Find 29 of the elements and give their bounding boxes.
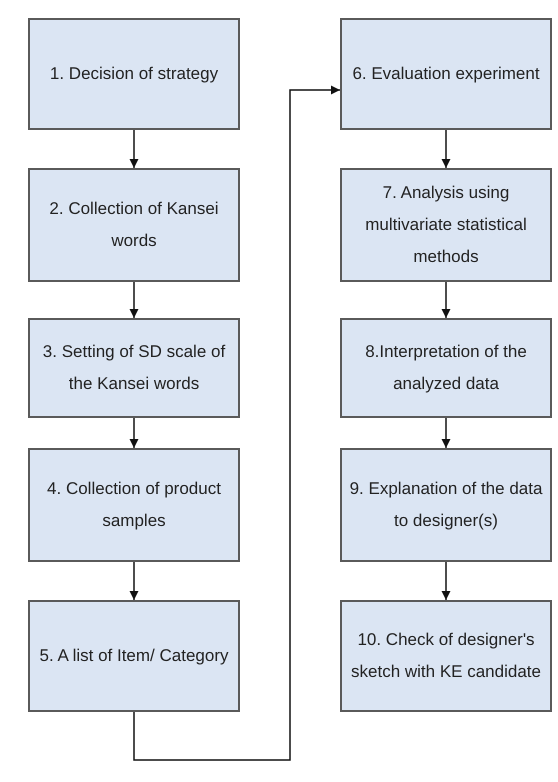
process-box [28, 168, 240, 282]
process-box [28, 318, 240, 418]
step-text: 7. Analysis using multivariate statistical methods [364, 182, 528, 268]
process-box [28, 448, 240, 562]
arrow [130, 562, 138, 600]
step-text: 8.Interpretation of the analyzed data [364, 341, 528, 395]
step-text: 4. Collection of product samples [46, 478, 222, 532]
step-text: 5. A list of Item/ Category [40, 645, 228, 667]
step-text: 9. Explanation of the data to designer(s) [348, 478, 544, 532]
arrow [442, 282, 450, 318]
step-text: 6. Evaluation experiment [352, 63, 540, 85]
step-text: 1. Decision of strategy [50, 63, 218, 85]
step-text: 3. Setting of SD scale of the Kansei words [42, 341, 226, 395]
process-box [28, 600, 240, 712]
arrow [442, 130, 450, 168]
arrow [133, 86, 340, 761]
step-text: 2. Collection of Kansei words [48, 198, 220, 252]
arrow [130, 130, 138, 168]
process-box [340, 18, 552, 130]
process-box [340, 168, 552, 282]
arrow [442, 562, 450, 600]
process-box [340, 318, 552, 418]
process-box [340, 600, 552, 712]
process-box [28, 18, 240, 130]
process-box [340, 448, 552, 562]
arrow [130, 418, 138, 448]
arrow [130, 282, 138, 318]
arrow [442, 418, 450, 448]
step-text: 10. Check of designer's sketch with KE candidate [350, 629, 542, 683]
